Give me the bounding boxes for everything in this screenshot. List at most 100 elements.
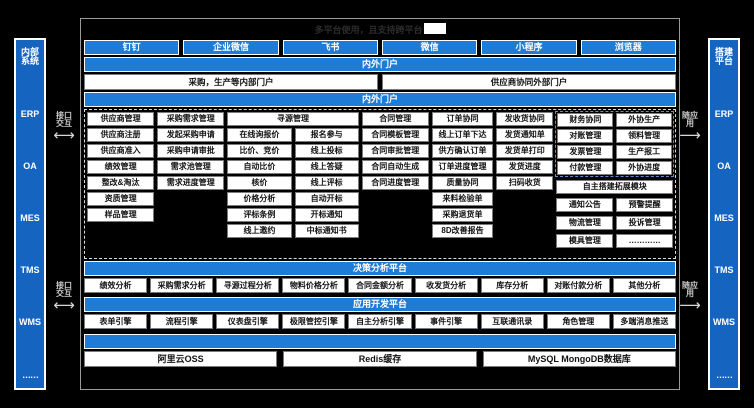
extra-row-3: 模具管理 ………… (556, 234, 673, 248)
module-item[interactable]: 开标通知 (294, 208, 359, 222)
app-platform-items: 表单引擎 流程引擎 仪表盘引擎 极限管控引擎 自主分析引擎 事件引擎 互联通讯录… (84, 314, 676, 329)
decision-item[interactable]: 对账付款分析 (546, 278, 610, 293)
decision-item[interactable]: 合同金额分析 (348, 278, 412, 293)
app-platform-item[interactable]: 自主分析引擎 (348, 314, 412, 329)
module-item[interactable]: 合同自动生成 (361, 160, 429, 174)
module-item[interactable]: 合同模板管理 (361, 128, 429, 142)
portal-internal[interactable]: 采购，生产等内部门户 (84, 74, 378, 90)
module-item[interactable]: 物流管理 (556, 216, 614, 230)
module-item[interactable]: 预警提醒 (616, 198, 673, 212)
module-item[interactable]: 绩效管理 (87, 160, 155, 174)
infra-database[interactable]: MySQL MongoDB数据库 (482, 351, 676, 367)
module-item[interactable]: 线上投标 (294, 144, 359, 158)
right-rail-build-platform: 搭建 平台 ERP OA MES TMS WMS …… (708, 38, 740, 390)
module-column-finance-outsourcing: 财务协同 外协生产 对账管理 领料管理 发票管理 生产报工 付款管理 外协进度 (555, 111, 674, 256)
module-item[interactable]: 订单进度管理 (431, 160, 494, 174)
infra-redis[interactable]: Redis缓存 (283, 351, 477, 367)
module-item[interactable]: 供方确认订单 (431, 144, 494, 158)
app-platform-item[interactable]: 极限管控引擎 (282, 314, 346, 329)
module-item[interactable]: 发票管理 (557, 145, 614, 159)
arrow-right-bottom: 随应 用 ⟶ (672, 281, 708, 314)
module-item[interactable]: 中标通知书 (294, 224, 359, 238)
right-arrow-icon: ⟶ (679, 296, 701, 314)
app-platform-item[interactable]: 多端消息推送 (612, 314, 676, 329)
module-item[interactable]: 样品管理 (87, 208, 155, 222)
app-platform-item[interactable]: 流程引擎 (150, 314, 214, 329)
left-rail-item-3: MES (20, 213, 40, 223)
app-platform-header: 应用开发平台 (84, 297, 676, 312)
module-item[interactable]: 采购退货单 (431, 208, 494, 222)
module-item[interactable]: 发货通知单 (496, 128, 554, 142)
module-item[interactable]: 合同审批管理 (361, 144, 429, 158)
module-item[interactable]: 线上订单下达 (431, 128, 494, 142)
module-item[interactable]: 自动比价 (227, 160, 292, 174)
module-grid: 供应商管理 供应商注册 供应商准入 绩效管理 整改&淘汰 资质管理 样品管理 采… (84, 109, 676, 259)
module-item[interactable]: 报名参与 (294, 128, 359, 142)
module-item[interactable]: 整改&淘汰 (87, 176, 155, 190)
channel-browser[interactable]: 浏览器 (580, 40, 676, 55)
portal-row: 采购，生产等内部门户 供应商协同外部门户 (84, 74, 676, 90)
channel-feishu[interactable]: 飞书 (282, 40, 378, 55)
module-item[interactable]: 供应商注册 (87, 128, 155, 142)
module-item[interactable]: 模具管理 (556, 234, 614, 248)
decision-item[interactable]: 物料价格分析 (282, 278, 346, 293)
module-item[interactable]: 8D改善报告 (431, 224, 494, 238)
app-platform-item[interactable]: 仪表盘引擎 (216, 314, 280, 329)
module-item[interactable]: 自动开标 (294, 192, 359, 206)
infra-oss[interactable]: 阿里云OSS (84, 351, 278, 367)
module-item[interactable]: 核价 (227, 176, 292, 190)
module-item[interactable]: 需求池管理 (157, 160, 225, 174)
module-item[interactable]: 发货进度 (496, 160, 554, 174)
module-item[interactable]: 投诉管理 (616, 216, 673, 230)
decision-item[interactable]: 其他分析 (612, 278, 676, 293)
module-item[interactable]: 领料管理 (616, 129, 672, 143)
module-item[interactable]: 线上答疑 (294, 160, 359, 174)
module-item[interactable]: 扫码收货 (496, 176, 554, 190)
module-item[interactable]: 供应商准入 (87, 144, 155, 158)
expand-module-label[interactable]: 自主搭建拓展模块 (556, 180, 673, 194)
module-item[interactable]: 需求进度管理 (157, 176, 225, 190)
left-rail-item-6: …… (22, 369, 39, 380)
decision-item[interactable]: 寻源过程分析 (216, 278, 280, 293)
column-spacer (496, 192, 553, 256)
module-item[interactable]: 通知公告 (556, 198, 614, 212)
module-item[interactable]: 外协进度 (616, 161, 672, 175)
module-item[interactable]: 比价、竞价 (227, 144, 292, 158)
module-header-outsourcing: 外协生产 (616, 113, 672, 127)
module-header-purchase-demand: 采购需求管理 (157, 112, 225, 126)
module-item[interactable]: 发货单打印 (496, 144, 554, 158)
module-item[interactable]: 来料检验单 (431, 192, 494, 206)
channel-wechat[interactable]: 微信 (381, 40, 478, 55)
app-platform-item[interactable]: 表单引擎 (84, 314, 148, 329)
module-item[interactable]: 对账管理 (557, 129, 614, 143)
module-item[interactable]: 生产报工 (616, 145, 672, 159)
module-item[interactable]: 付款管理 (557, 161, 614, 175)
decision-item[interactable]: 库存分析 (480, 278, 544, 293)
module-item[interactable]: 评标条例 (227, 208, 292, 222)
channel-wecom[interactable]: 企业微信 (183, 40, 279, 55)
decision-item[interactable]: 绩效分析 (84, 278, 148, 293)
channel-dingtalk[interactable]: 钉钉 (84, 40, 180, 55)
page-title: 多平台使用，且支持跨平台 (84, 22, 676, 38)
module-item[interactable]: 价格分析 (227, 192, 292, 206)
decision-item[interactable]: 采购需求分析 (150, 278, 214, 293)
channel-miniprogram[interactable]: 小程序 (481, 40, 577, 55)
app-platform-item[interactable]: 角色管理 (546, 314, 610, 329)
module-item[interactable]: 合同进度管理 (361, 176, 429, 190)
module-item[interactable]: ………… (616, 234, 673, 248)
decision-item[interactable]: 收发货分析 (414, 278, 478, 293)
module-item[interactable]: 线上评标 (294, 176, 359, 190)
portal-external[interactable]: 供应商协同外部门户 (382, 74, 676, 90)
module-column-order: 订单协同 线上订单下达 供方确认订单 订单进度管理 质量协同 来料检验单 采购退… (431, 112, 494, 256)
module-item[interactable]: 采购申请审批 (157, 144, 225, 158)
module-item[interactable]: 发起采购申请 (157, 128, 225, 142)
right-rail-item-2: OA (717, 160, 731, 171)
module-item[interactable]: 在线询报价 (227, 128, 292, 142)
module-item[interactable]: 质量协同 (431, 176, 494, 190)
module-item[interactable]: 资质管理 (87, 192, 155, 206)
app-platform-item[interactable]: 事件引擎 (414, 314, 478, 329)
app-platform-item[interactable]: 互联通讯录 (480, 314, 544, 329)
module-item[interactable]: 线上邀约 (227, 224, 292, 238)
right-rail-item-0: 搭建 平台 (714, 47, 733, 67)
